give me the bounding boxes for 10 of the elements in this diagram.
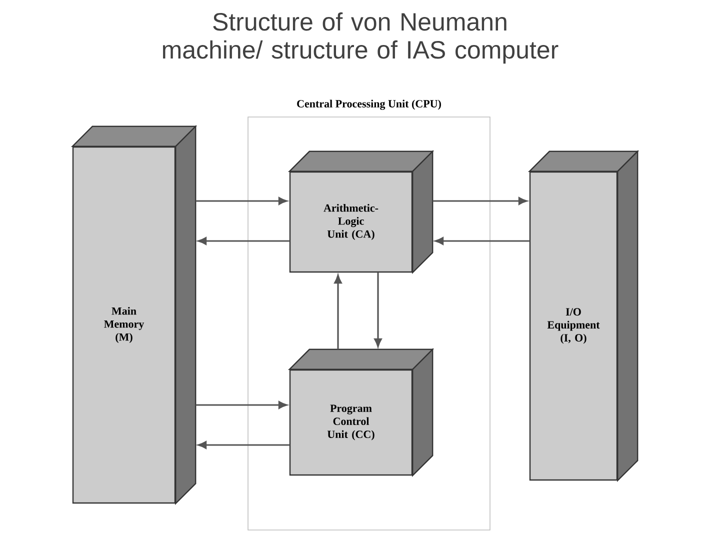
arrow: [198, 237, 290, 245]
title: Structure of von Neumann machine/ structure of IAS computer: [162, 12, 558, 64]
arrow: [432, 197, 528, 205]
box-heading: Central Processing Unit (CPU): [297, 100, 441, 110]
arrow: [198, 441, 290, 449]
arrow: [434, 237, 530, 245]
arrow: [196, 401, 288, 409]
arrow: [196, 197, 288, 205]
arrow: [374, 272, 382, 348]
arrow: [334, 274, 342, 350]
